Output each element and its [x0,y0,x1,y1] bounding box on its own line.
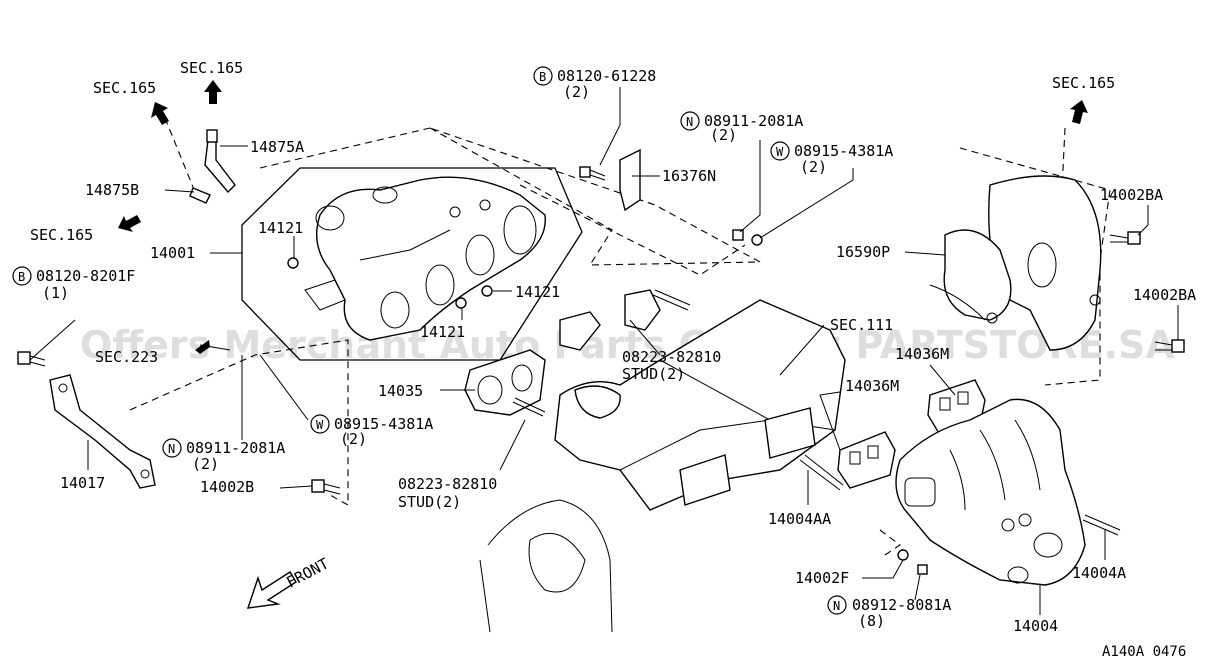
intake-frame-dashed [429,127,763,266]
label-08915-4381A-bot: 08915-4381A [334,415,433,433]
exhaust-manifold [895,398,1086,586]
front-arrow [246,571,297,609]
label-08223-82810-a: 08223-82810 [622,348,721,366]
figure-code: A140A 0476 [1102,644,1186,660]
air-hose [189,129,236,204]
label-14001: 14001 [150,244,195,262]
label-14004AA: 14004AA [768,510,831,528]
label-14036M-b: 14036M [845,377,899,395]
label-sec223: SEC.223 [95,348,158,366]
label-14875A: 14875A [250,138,304,156]
label-16590P: 16590P [836,243,890,261]
watermark: Offers Merchant Auto Parts Catalog PARTS… [80,323,1175,367]
section-arrows [118,80,1088,354]
label-14004: 14004 [1013,617,1058,635]
svg-text:W: W [316,418,324,432]
marker-washer-top: W [770,141,790,161]
marker-nut-bottom-right: N [827,595,847,615]
svg-text:N: N [833,599,840,613]
label-08120-61228-qty: (2) [563,83,590,101]
marker-washer-bot: W [310,414,330,434]
svg-text:N: N [686,115,693,129]
label-08915-4381A-top-qty: (2) [800,158,827,176]
intake-manifold-outline-frame [241,167,583,361]
label-08911-2081A-top: 08911-2081A [704,112,803,130]
label-sec165-top: SEC.165 [180,59,243,77]
label-08911-2081A-top-qty: (2) [710,126,737,144]
heat-shield [929,175,1102,351]
marker-bolt-left: B [12,266,32,286]
label-sec111: SEC.111 [830,316,893,334]
bracket-14017 [49,374,156,489]
marker-nut-top: N [680,111,700,131]
label-08915-4381A-top: 08915-4381A [794,142,893,160]
label-14875B: 14875B [85,181,139,199]
marker-nut-bot: N [162,438,182,458]
label-14002BA-b: 14002BA [1133,286,1196,304]
intake-gaskets [464,289,661,416]
label-sec165-right: SEC.165 [1052,74,1115,92]
label-sec165-left: SEC.165 [93,79,156,97]
leader-lines [29,87,1179,615]
label-14036M-a: 14036M [895,345,949,363]
label-08120-8201F: 08120-8201F [36,267,135,285]
label-stud-a: STUD(2) [622,365,685,383]
label-14004A: 14004A [1072,564,1126,582]
left-bracket-dashed [129,339,349,506]
svg-text:N: N [168,442,175,456]
label-14121-b: 14121 [515,283,560,301]
label-14035: 14035 [378,382,423,400]
fasteners [17,148,1185,575]
marker-bolt-top: B [533,66,553,86]
label-08915-4381A-bot-qty: (2) [340,430,367,448]
label-sec165-left2: SEC.165 [30,226,93,244]
label-08912-8081A: 08912-8081A [852,596,951,614]
label-08911-2081A-bot: 08911-2081A [186,439,285,457]
svg-text:B: B [18,270,25,284]
label-14017: 14017 [60,474,105,492]
svg-text:B: B [539,70,546,84]
label-14121-a: 14121 [258,219,303,237]
engine-block [479,299,846,633]
label-08223-82810-b: 08223-82810 [398,475,497,493]
label-14002F: 14002F [795,569,849,587]
label-08911-2081A-bot-qty: (2) [192,455,219,473]
label-16376N: 16376N [662,167,716,185]
label-stud-b: STUD(2) [398,493,461,511]
label-08912-8081A-qty: (8) [858,612,885,630]
svg-text:W: W [776,145,784,159]
label-14002BA-a: 14002BA [1100,186,1163,204]
label-14002B: 14002B [200,478,254,496]
intake-manifold [304,176,546,341]
label-08120-8201F-qty: (1) [42,284,69,302]
label-14121-c: 14121 [420,323,465,341]
heat-shield-frame-dashed [959,147,1111,386]
label-front: FRONT [283,554,331,591]
label-08120-61228: 08120-61228 [557,67,656,85]
